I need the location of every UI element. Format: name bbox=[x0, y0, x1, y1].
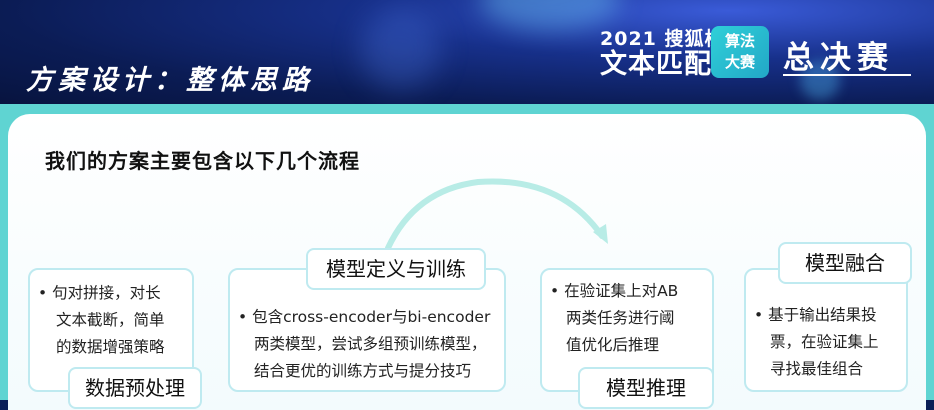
badge-line-1: 算法 bbox=[724, 32, 755, 50]
step-bullet-line: • 包含cross-encoder与bi-encoder bbox=[238, 308, 491, 326]
step-bullet-line: • 在验证集上对AB bbox=[550, 282, 679, 300]
step-bullet-line: 两类模型，尝试多组预训练模型， bbox=[254, 335, 487, 353]
finals-label: 总决赛 bbox=[783, 40, 894, 76]
step-bullet-line: • 句对拼接，对长 bbox=[38, 284, 161, 302]
algorithm-badge: 算法 大赛 bbox=[711, 26, 769, 78]
step-bullet-line: 结合更优的训练方式与提分技巧 bbox=[254, 362, 472, 380]
step-bullet-line: 值优化后推理 bbox=[566, 336, 660, 354]
step-bullet-line: 寻找最佳组合 bbox=[770, 360, 864, 378]
step-title-inference: 模型推理 bbox=[578, 367, 714, 409]
badge-line-2: 大赛 bbox=[724, 53, 755, 71]
competition-logo: 2021 搜狐校园 文本匹配 bbox=[600, 28, 745, 80]
logo-competition-text: 文本匹配 bbox=[600, 49, 712, 80]
decorative-glow bbox=[800, 60, 840, 100]
step-bullet-line: 的数据增强策略 bbox=[56, 338, 165, 356]
logo-year-text: 2021 搜狐校园 bbox=[600, 28, 745, 50]
step-bullet-line: 两类任务进行阈 bbox=[566, 309, 675, 327]
header-banner: 方案设计：整体思路 2021 搜狐校园 文本匹配 算法 大赛 总决赛 bbox=[0, 0, 934, 108]
slide-title: 方案设计：整体思路 bbox=[26, 65, 314, 96]
step-bullet-line: • 基于输出结果投 bbox=[754, 306, 877, 324]
step-bullet-line: 文本截断，简单 bbox=[56, 311, 165, 329]
step-bullet-line: 票，在验证集上 bbox=[770, 333, 879, 351]
step-title-ensemble: 模型融合 bbox=[778, 242, 912, 284]
step-box-ensemble: • 基于输出结果投 票，在验证集上 寻找最佳组合 bbox=[744, 268, 908, 392]
intro-heading: 我们的方案主要包含以下几个流程 bbox=[45, 149, 360, 173]
step-title-preprocess: 数据预处理 bbox=[68, 367, 202, 409]
step-title-training: 模型定义与训练 bbox=[306, 248, 486, 290]
finals-underline bbox=[783, 74, 911, 76]
flow-arrow-icon bbox=[385, 178, 608, 251]
decorative-glow bbox=[360, 10, 440, 90]
